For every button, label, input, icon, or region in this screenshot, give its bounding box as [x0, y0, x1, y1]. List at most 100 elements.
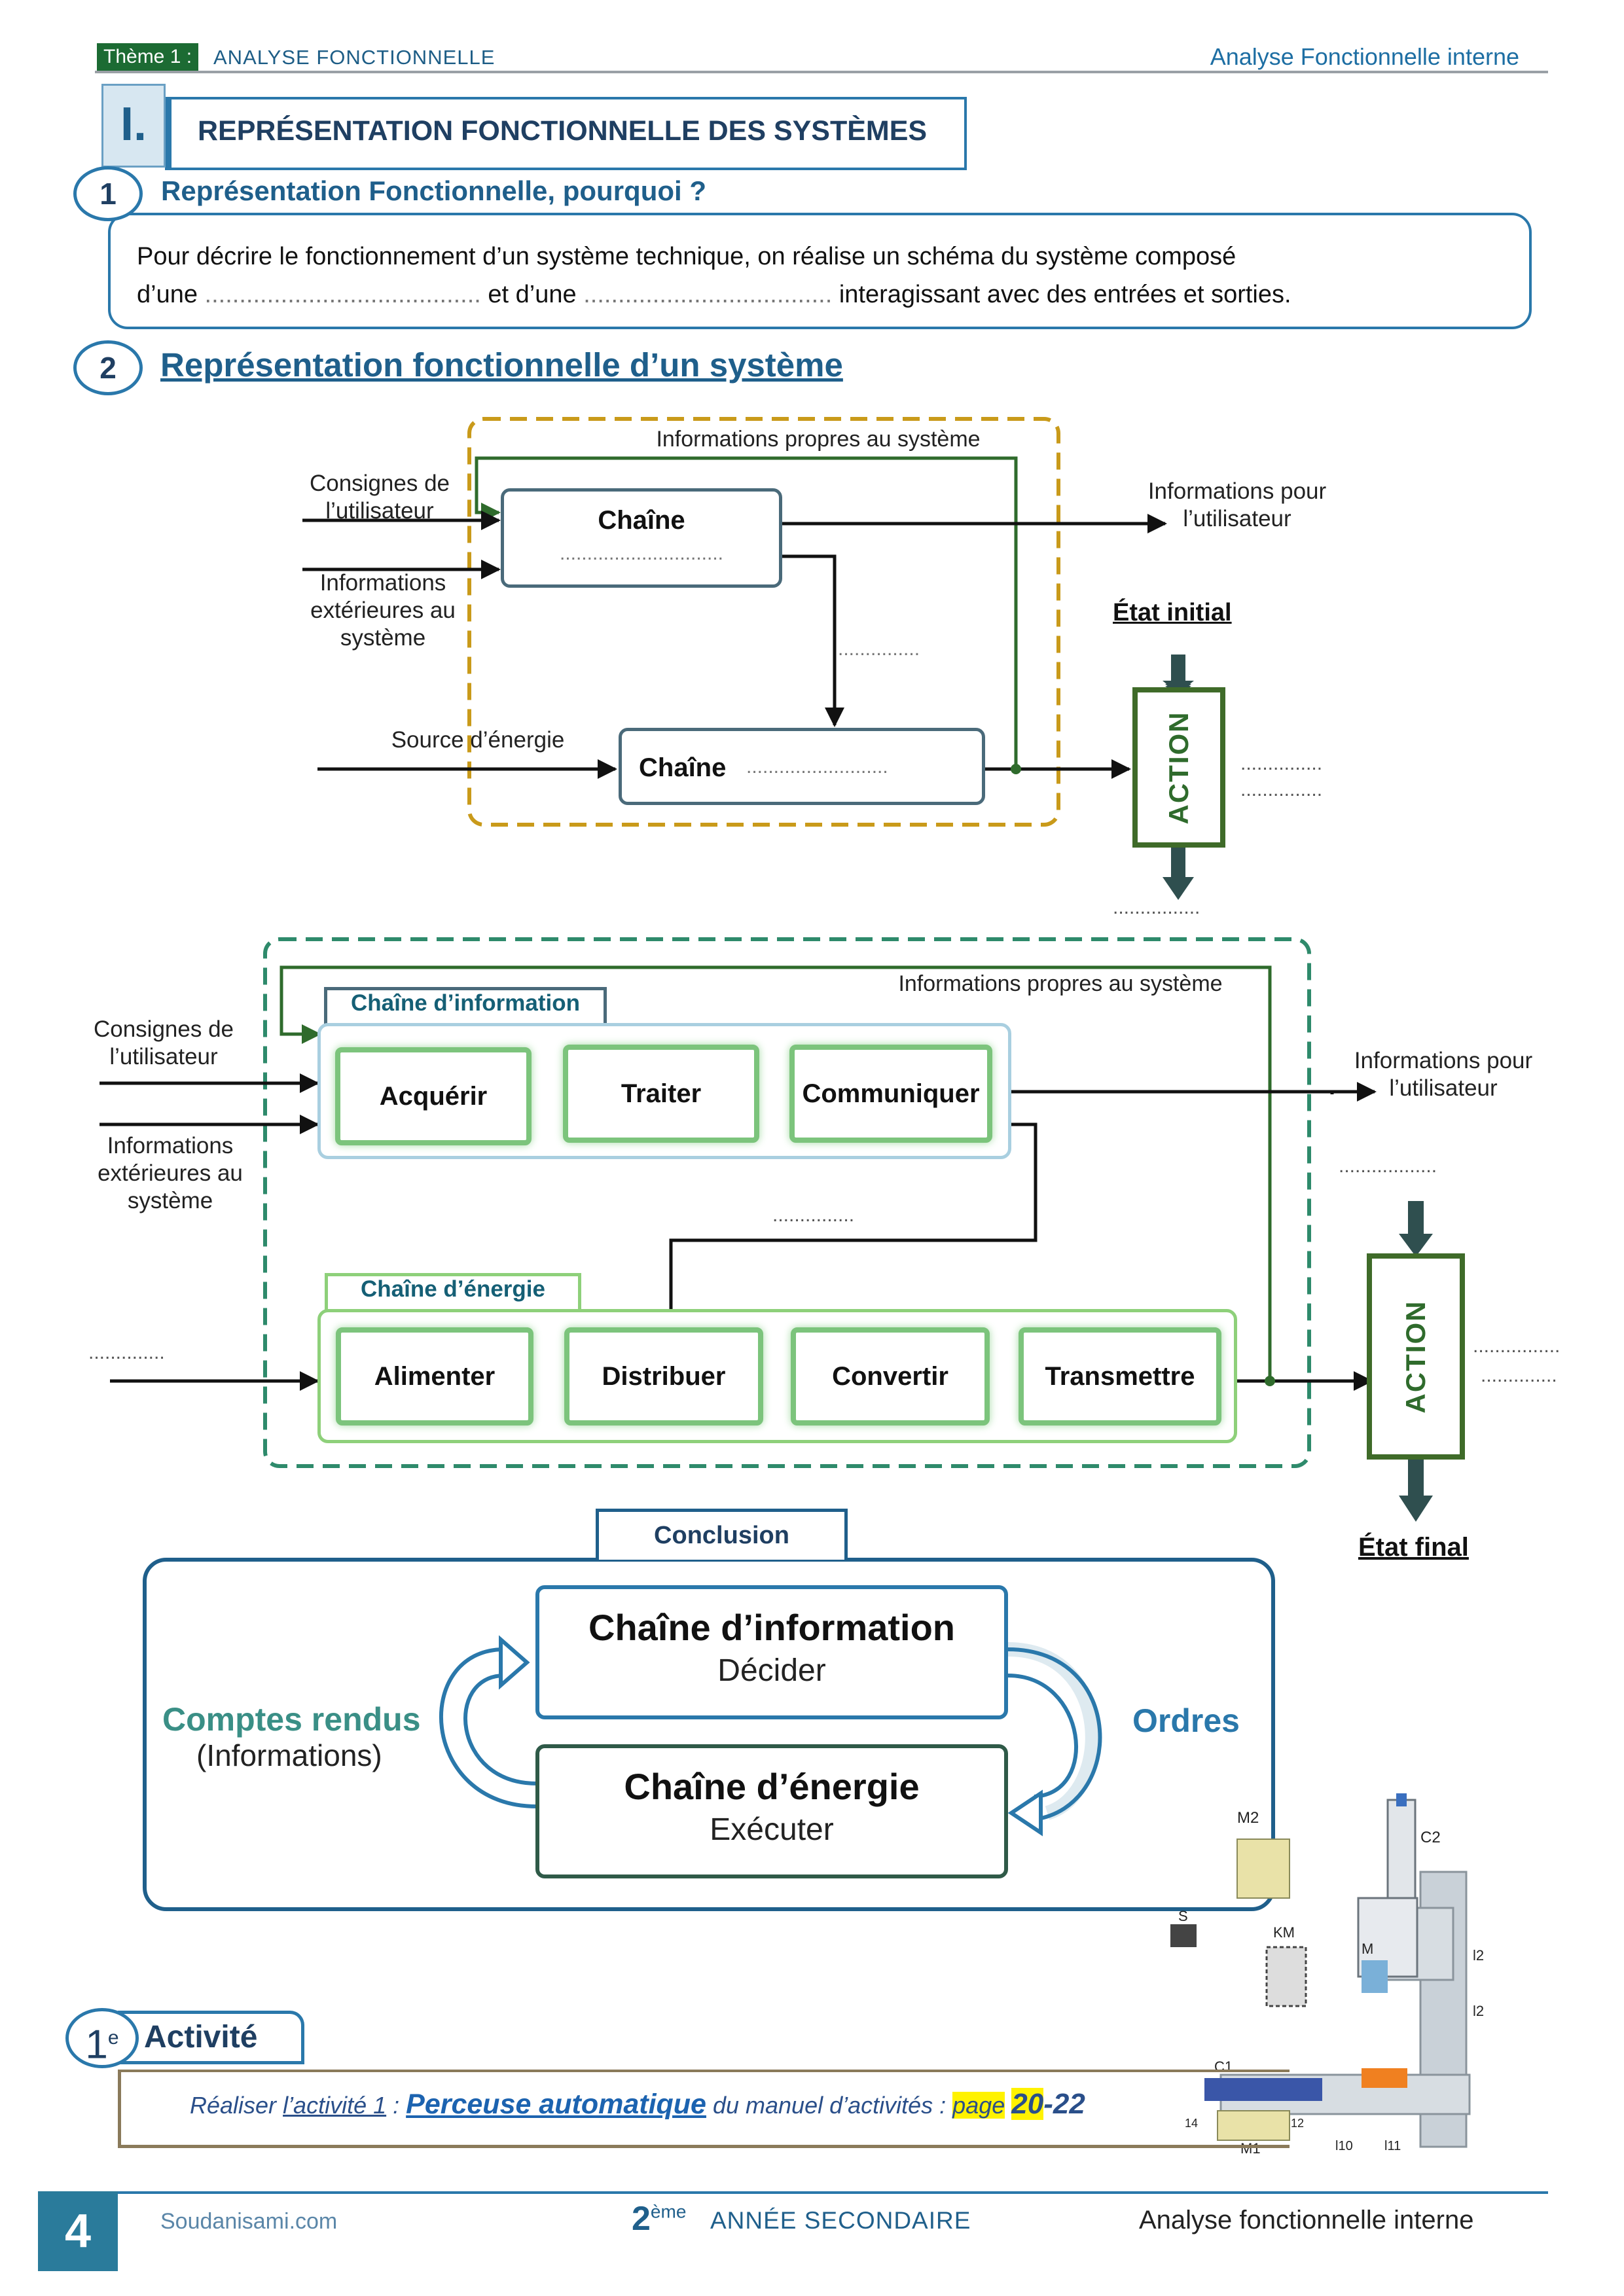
fn-acquerir: Acquérir [335, 1047, 532, 1145]
blank-1: ........................................ [204, 281, 481, 308]
label-c2: C2 [1420, 1829, 1441, 1846]
definition-text-c: interagissant avec des entrées et sortie… [839, 281, 1291, 308]
concl-info-title: Chaîne d’information [588, 1607, 955, 1648]
blank-2: .................................... [583, 281, 833, 308]
d1-chain-bottom: Chaîne .......................... [619, 728, 985, 805]
section-title: REPRÉSENTATION FONCTIONNELLE DES SYSTÈME… [165, 97, 967, 170]
sub1-title-bg [161, 175, 783, 208]
d2-top-blank: .................. [1339, 1155, 1437, 1177]
footer-level: 2ème [632, 2199, 686, 2238]
d2-info-user: Informations pour l’utilisateur [1354, 1048, 1533, 1101]
label-12: 12 [1291, 2117, 1304, 2130]
d1-action-block: ACTION [1132, 687, 1225, 848]
d2-info-tag: Chaîne d’information [324, 987, 607, 1024]
d2-consignes: Consignes de l’utilisateur [93, 1016, 234, 1069]
definition-text-a: d’une [137, 281, 198, 308]
label-m2: M2 [1237, 1809, 1259, 1827]
header-divider [95, 71, 1548, 73]
label-l2b: l2 [1473, 2003, 1484, 2019]
fn-transmettre: Transmettre [1019, 1327, 1221, 1426]
activity-page-22: -22 [1043, 2088, 1085, 2120]
d1-link-blank: ............... [838, 638, 920, 660]
d2-etat-final: État final [1358, 1533, 1469, 1562]
activity-page-20: 20 [1011, 2088, 1044, 2120]
d2-feedback-label: Informations propres au système [864, 970, 1257, 997]
d2-action-label: ACTION [1400, 1300, 1431, 1413]
activity-box [118, 2070, 1290, 2148]
concl-energy-title: Chaîne d’énergie [624, 1766, 920, 1807]
header-theme-topic: ANALYSE FONCTIONNELLE [213, 46, 496, 69]
activity-text: Réaliser l’activité 1 : Perceuse automat… [190, 2088, 1085, 2121]
label-m: M [1362, 1941, 1373, 1957]
d1-feedback-label: Informations propres au système [602, 425, 1034, 453]
activity-colon: : [386, 2092, 406, 2119]
footer-divider [95, 2191, 1548, 2194]
d2-out-blank-1: ................ [1473, 1335, 1561, 1357]
footer-level-text: ANNÉE SECONDAIRE [710, 2207, 971, 2234]
sub1-title: Représentation Fonctionnelle, pourquoi ? [161, 175, 707, 206]
fn-distribuer: Distribuer [564, 1327, 763, 1426]
sub2-title: Représentation fonctionnelle d’un systèm… [160, 346, 843, 384]
page-number: 4 [38, 2191, 118, 2271]
d1-chain-bottom-blank: .......................... [746, 756, 888, 778]
footer-right: Analyse fonctionnelle interne [1139, 2206, 1474, 2234]
label-l2a: l2 [1473, 1947, 1484, 1964]
d1-chain-top: Chaîne .............................. [501, 488, 782, 588]
label-s: S [1178, 1908, 1188, 1924]
activity-link[interactable]: l’activité 1 [283, 2092, 387, 2119]
concl-comptes-rendus: Comptes rendus [162, 1701, 421, 1738]
drilling-machine-illustration: M2 C2 S KM M l2 l2 C1 14 12 M1 l10 l11 [1170, 1793, 1484, 2157]
footer-level-sup: ème [650, 2201, 687, 2222]
d1-bottom-blank: ................ [1113, 897, 1200, 918]
concl-energy-chain: Chaîne d’énergie Exécuter [535, 1744, 1008, 1878]
activity-number: 1e [65, 2008, 139, 2068]
activity-bold-title: Perceuse automatique [406, 2089, 706, 2120]
d1-info-user: Informations pour l’utilisateur [1147, 478, 1327, 531]
activity-page-label: page [952, 2092, 1005, 2119]
d2-link-blank: ............... [772, 1204, 855, 1226]
d1-infos-ext: Informations extérieures au système [310, 570, 456, 651]
fn-alimenter: Alimenter [336, 1327, 533, 1426]
label-14: 14 [1185, 2117, 1198, 2130]
d1-out-blank-1: ............... [1240, 753, 1323, 774]
concl-ordres: Ordres [1132, 1702, 1240, 1739]
activity-number-digit: 1 [85, 2022, 108, 2068]
d2-action-block: ACTION [1367, 1253, 1465, 1460]
concl-info-chain: Chaîne d’information Décider [535, 1585, 1008, 1719]
footer-level-num: 2 [632, 2200, 651, 2238]
label-m1: M1 [1240, 2140, 1261, 2157]
fn-communiquer: Communiquer [789, 1045, 992, 1143]
d1-etat-initial: État initial [1113, 599, 1232, 626]
d1-action-label: ACTION [1163, 711, 1194, 824]
d1-consignes: Consignes de l’utilisateur [309, 471, 450, 524]
d2-infos-ext: Informations extérieures au système [98, 1133, 243, 1213]
label-l10: l10 [1335, 2139, 1353, 2153]
label-km: KM [1273, 1924, 1295, 1941]
activity-text-b: du manuel d’activités : [706, 2092, 953, 2119]
label-l11: l11 [1384, 2139, 1401, 2153]
header-right-title: Analyse Fonctionnelle interne [1210, 43, 1519, 70]
concl-informations: (Informations) [196, 1738, 382, 1772]
sub2-number: 2 [73, 340, 143, 395]
d1-chain-top-blank: .............................. [559, 543, 724, 564]
conclusion-box [143, 1558, 1275, 1911]
d1-chain-bottom-title: Chaîne [639, 753, 727, 782]
section-number: I. [101, 84, 166, 168]
d2-energy-tag: Chaîne d’énergie [325, 1273, 581, 1311]
concl-info-sub: Décider [717, 1653, 826, 1688]
d1-chain-top-title: Chaîne [598, 506, 685, 535]
definition-line-2: d’une ..................................… [137, 276, 1529, 314]
d1-source: Source d’énergie [391, 727, 565, 753]
conclusion-tag: Conclusion [596, 1509, 848, 1560]
d2-left-blank: .............. [88, 1342, 165, 1363]
header-theme-label: Thème 1 : [97, 43, 199, 71]
activity-text-a: Réaliser [190, 2092, 277, 2119]
d2-out-blank-2: .............. [1481, 1365, 1557, 1386]
activity-number-sup: e [107, 2027, 119, 2049]
footer-site: Soudanisami.com [160, 2209, 338, 2234]
definition-line-1: Pour décrire le fonctionnement d’un syst… [137, 243, 1236, 270]
d1-out-blank-2: ............... [1240, 779, 1323, 800]
definition-box: Pour décrire le fonctionnement d’un syst… [108, 213, 1532, 329]
definition-text-b: et d’une [488, 281, 577, 308]
concl-energy-sub: Exécuter [710, 1812, 834, 1847]
